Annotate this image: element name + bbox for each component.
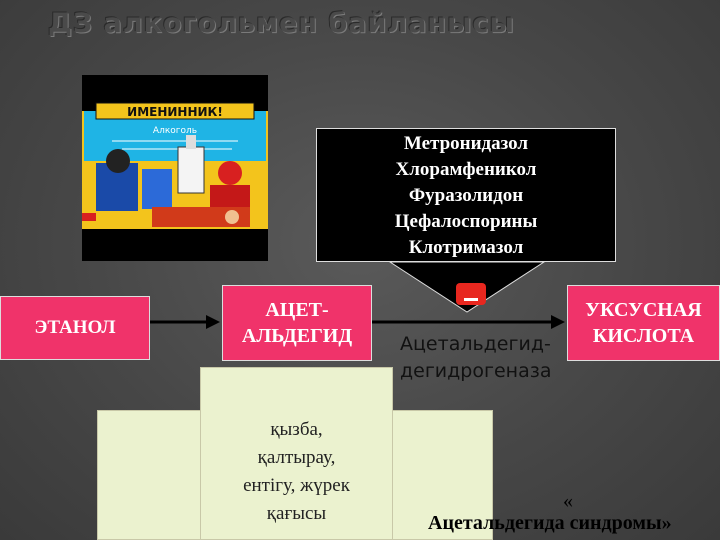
- birthday-illustration: ИМЕНИННИК! Алкоголь: [82, 75, 268, 261]
- drug-item: Фуразолидон: [408, 185, 524, 206]
- acid-line-1: УКСУСНАЯ: [585, 299, 702, 321]
- ethanol-label: ЭТАНОЛ: [34, 317, 116, 338]
- drug-list-box: Метронидазол Хлорамфеникол Фуразолидон Ц…: [316, 128, 616, 262]
- enzyme-line-1: Ацетальдегид-: [400, 333, 551, 355]
- ethanol-box: ЭТАНОЛ: [0, 296, 150, 360]
- acetic-acid-box: УКСУСНАЯ КИСЛОТА: [567, 285, 720, 361]
- picture-banner: ИМЕНИННИК!: [127, 105, 223, 119]
- symptom-line: қызба,: [270, 419, 323, 440]
- slide-title: ДЗ алкогольмен байланысы: [48, 8, 515, 39]
- syndrome-quote-mark: «: [563, 490, 573, 512]
- arrow-head-2: [551, 315, 565, 329]
- syndrome-label: Ацетальдегида синдромы»: [428, 512, 672, 534]
- symptoms-text: қызба, қалтырау, ентігу, жүрек қағысы: [200, 416, 393, 528]
- picture-caption: Алкоголь: [153, 126, 197, 136]
- drug-item: Цефалоспорины: [394, 211, 538, 232]
- drug-item: Метронидазол: [403, 133, 529, 154]
- symptom-line: қағысы: [266, 503, 327, 524]
- enzyme-label: Ацетальдегид- дегидрогеназа: [400, 331, 578, 385]
- drug-item: Клотримазол: [408, 237, 524, 258]
- symptom-line: қалтырау,: [257, 447, 336, 468]
- drug-item: Хлорамфеникол: [395, 159, 537, 180]
- symptom-line: ентігу, жүрек: [243, 475, 350, 496]
- acetaldehyde-line-2: АЛЬДЕГИД: [241, 325, 353, 347]
- cartoon-image: ИМЕНИННИК! Алкоголь: [82, 75, 268, 261]
- minus-icon: [456, 283, 486, 305]
- enzyme-line-2: дегидрогеназа: [400, 360, 552, 382]
- symptom-cross-vertical: [200, 367, 393, 540]
- acid-line-2: КИСЛОТА: [592, 325, 695, 347]
- acetaldehyde-line-1: АЦЕТ-: [265, 299, 329, 321]
- arrow-head-1: [206, 315, 220, 329]
- acetaldehyde-box: АЦЕТ- АЛЬДЕГИД: [222, 285, 372, 361]
